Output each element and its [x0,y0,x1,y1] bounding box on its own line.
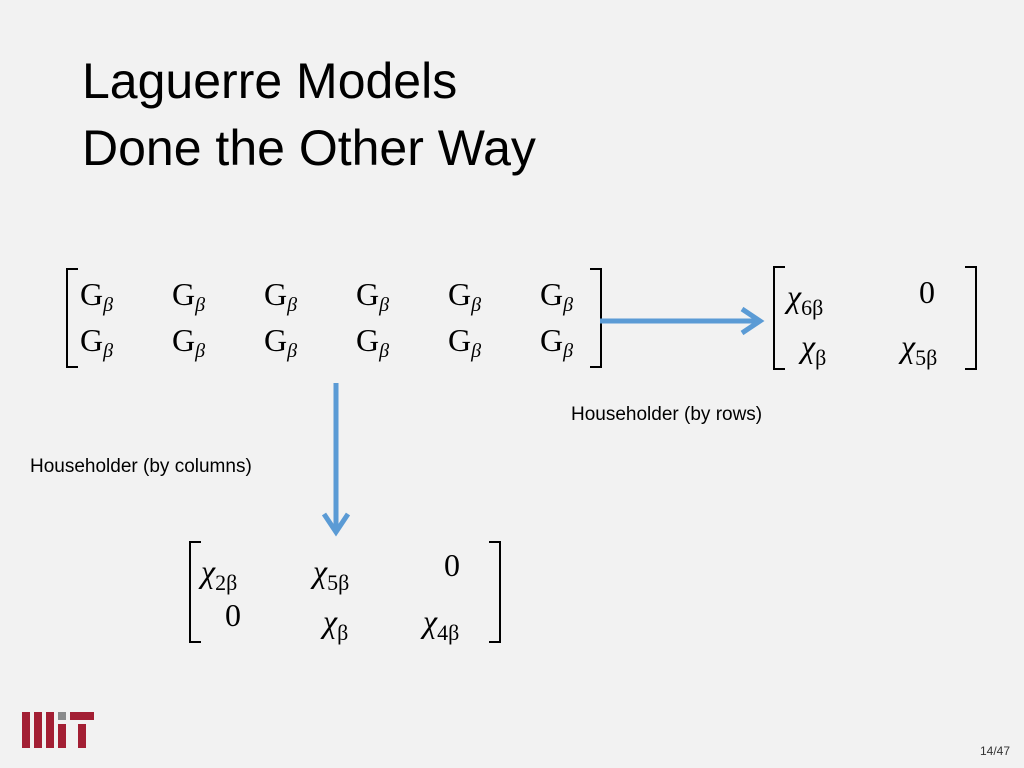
columns-result-matrix: χ2β χ5β 0 0 χβ χ4β [189,541,501,645]
gaussian-entry: Gβ [356,322,390,362]
rows-result-matrix: χ6β 0 χβ χ5β [773,266,977,370]
left-bracket [189,541,201,643]
rows-r2c2: χ5β [901,328,938,370]
rows-r1c1: χ6β [787,278,824,320]
gaussian-entry: Gβ [448,322,482,362]
gaussian-entry: Gβ [80,276,114,316]
right-bracket [590,268,602,368]
cols-r1c1: χ2β [201,553,238,595]
slide-title: Laguerre Models Done the Other Way [82,48,536,182]
left-bracket [66,268,78,368]
gaussian-entry: Gβ [540,322,574,362]
gaussian-entry: Gβ [540,276,574,316]
cols-r1c2: χ5β [313,553,350,595]
gaussian-entry: Gβ [264,322,298,362]
by-rows-label: Householder (by rows) [571,404,763,425]
gaussian-entry: Gβ [172,322,206,362]
rows-r2c1: χβ [801,328,827,370]
gaussian-entry: Gβ [172,276,206,316]
title-line-1: Laguerre Models [82,53,458,109]
left-bracket [773,266,785,370]
cols-r1c3: 0 [444,547,460,583]
gaussian-entry: Gβ [356,276,390,316]
arrow-to-rows-result [600,306,765,336]
page-number: 14/47 [979,744,1010,758]
arrow-to-columns-result [321,383,351,537]
gaussian-entry: Gβ [80,322,114,362]
rows-r1c2: 0 [919,274,935,310]
by-columns-label: Householder (by columns) [30,456,252,477]
gaussian-entry: Gβ [264,276,298,316]
cols-r2c3: χ4β [423,603,460,645]
right-bracket [489,541,501,643]
cols-r2c2: χβ [323,603,349,645]
title-line-2: Done the Other Way [82,120,536,176]
gaussian-entry: Gβ [448,276,482,316]
mit-logo [22,712,94,748]
right-bracket [965,266,977,370]
cols-r2c1: 0 [225,597,241,633]
